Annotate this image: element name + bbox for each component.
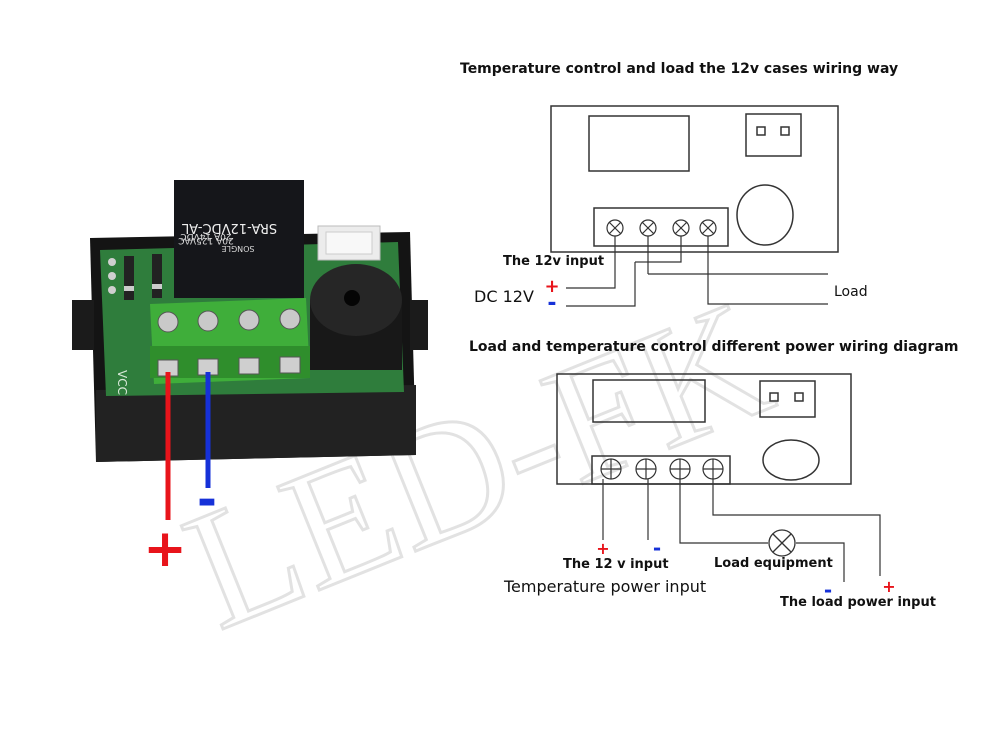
- load-equipment-label: Load equipment: [714, 556, 833, 571]
- top-plus-sign: +: [544, 276, 559, 297]
- bottom-12v-input-label: The 12 v input: [563, 557, 669, 572]
- bottom-connector: [759, 380, 816, 418]
- top-buzzer: [736, 184, 794, 246]
- load-minus-sign: -: [824, 578, 832, 602]
- board-label: VCC: [115, 370, 129, 395]
- bottom-buzzer: [762, 439, 820, 481]
- terminal-block: [150, 298, 310, 384]
- photo-minus-sign: -: [197, 472, 217, 528]
- relay: SRA-12VDC-AL 20A 14VDC 20A 125VAC SONGLE: [174, 180, 304, 298]
- bottom-terminals: [600, 458, 724, 480]
- connector: [317, 225, 381, 261]
- bottom-diagram-title: Load and temperature control different p…: [469, 339, 959, 355]
- load-power-input-label: The load power input: [780, 595, 936, 610]
- bottom-plus-sign: +: [596, 539, 609, 558]
- dc-12v-label: DC 12V: [474, 287, 534, 306]
- top-diagram-title: Temperature control and load the 12v cas…: [460, 61, 899, 77]
- svg-text:20A 125VAC: 20A 125VAC: [178, 235, 234, 245]
- load-plus-sign: +: [882, 577, 895, 596]
- top-wires: [566, 236, 828, 307]
- top-12v-input-label: The 12v input: [503, 254, 605, 269]
- top-terminal-block: [593, 207, 729, 247]
- buzzer: [310, 264, 402, 370]
- top-display-window: [588, 115, 690, 172]
- bottom-wires: [602, 479, 881, 582]
- bottom-minus-sign: -: [653, 536, 661, 560]
- top-load-label: Load: [834, 284, 868, 300]
- diode: [152, 254, 162, 298]
- top-controller-outline: [550, 105, 839, 253]
- top-connector: [745, 113, 802, 157]
- top-minus-sign: -: [547, 291, 556, 316]
- load-equipment-lamp: [768, 529, 796, 557]
- temperature-power-input-label: Temperature power input: [504, 577, 707, 596]
- svg-text:SONGLE: SONGLE: [221, 244, 254, 253]
- bottom-display-window: [592, 379, 706, 423]
- svg-text:20A 14VDC: 20A 14VDC: [180, 231, 231, 241]
- bottom-terminal-block: [591, 455, 731, 485]
- diode: [124, 256, 134, 300]
- photo-plus-sign: +: [143, 519, 187, 579]
- svg-text:SRA-12VDC-AL: SRA-12VDC-AL: [181, 220, 277, 235]
